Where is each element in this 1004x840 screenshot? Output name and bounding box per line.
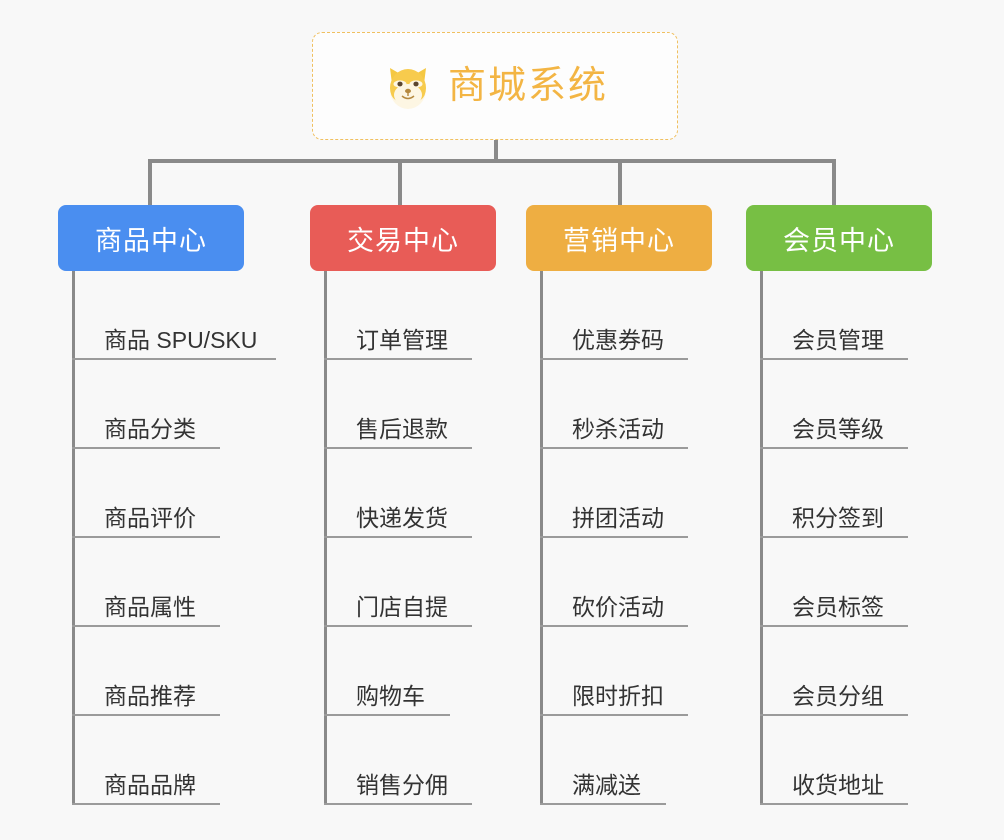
leaf-item[interactable]: 售后退款	[310, 360, 496, 449]
leaf-label: 会员等级	[792, 416, 884, 442]
leaf-item[interactable]: 商品推荐	[58, 627, 244, 716]
leaf-underline	[72, 447, 220, 449]
leaf-label: 秒杀活动	[572, 416, 664, 442]
leaf-item[interactable]: 拼团活动	[526, 449, 712, 538]
leaf-label: 商品品牌	[104, 772, 196, 798]
leaf-item[interactable]: 砍价活动	[526, 538, 712, 627]
connector-drop-4	[832, 159, 836, 205]
leaf-label: 商品属性	[104, 594, 196, 620]
branch-leaf-list-1: 商品 SPU/SKU 商品分类 商品评价 商品属性 商品推荐 商品品牌	[58, 271, 276, 805]
leaf-item[interactable]: 会员标签	[746, 538, 932, 627]
branch-column-1: 商品中心 商品 SPU/SKU 商品分类 商品评价 商品属性 商品推荐	[58, 205, 276, 805]
leaf-item[interactable]: 商品 SPU/SKU	[58, 271, 276, 360]
branch-header-1[interactable]: 商品中心	[58, 205, 244, 271]
leaf-underline	[760, 714, 908, 716]
branch-spine-2	[324, 271, 327, 805]
leaf-underline	[760, 536, 908, 538]
branch-header-4[interactable]: 会员中心	[746, 205, 932, 271]
leaf-item[interactable]: 快递发货	[310, 449, 496, 538]
leaf-item[interactable]: 收货地址	[746, 716, 932, 805]
branch-leaf-list-3: 优惠券码 秒杀活动 拼团活动 砍价活动 限时折扣 满减送	[526, 271, 712, 805]
leaf-item[interactable]: 会员管理	[746, 271, 932, 360]
root-title: 商城系统	[447, 65, 608, 107]
leaf-item[interactable]: 商品评价	[58, 449, 244, 538]
leaf-underline	[760, 803, 908, 805]
branch-column-2: 交易中心 订单管理 售后退款 快递发货 门店自提 购物车	[310, 205, 496, 805]
leaf-item[interactable]: 购物车	[310, 627, 496, 716]
branch-column-4: 会员中心 会员管理 会员等级 积分签到 会员标签 会员分组	[746, 205, 932, 805]
leaf-item[interactable]: 优惠券码	[526, 271, 712, 360]
leaf-label: 商品 SPU/SKU	[104, 327, 258, 353]
shiba-dog-face-icon	[382, 62, 434, 110]
leaf-label: 拼团活动	[572, 505, 664, 531]
leaf-item[interactable]: 满减送	[526, 716, 712, 805]
leaf-label: 购物车	[356, 683, 425, 709]
branch-spine-1	[72, 271, 75, 805]
leaf-underline	[324, 447, 472, 449]
connector-horizontal-bus	[148, 159, 836, 163]
branch-spine-4	[760, 271, 763, 805]
root-node[interactable]: 商城系统	[312, 32, 678, 140]
leaf-underline	[760, 447, 908, 449]
branch-leaf-list-4: 会员管理 会员等级 积分签到 会员标签 会员分组 收货地址	[746, 271, 932, 805]
leaf-underline	[324, 625, 472, 627]
connector-drop-3	[618, 159, 622, 205]
leaf-label: 商品评价	[104, 505, 196, 531]
leaf-underline	[72, 803, 220, 805]
leaf-label: 限时折扣	[572, 683, 664, 709]
connector-drop-1	[148, 159, 152, 205]
leaf-label: 快递发货	[356, 505, 448, 531]
leaf-underline	[540, 536, 688, 538]
leaf-underline	[324, 714, 450, 716]
leaf-label: 砍价活动	[572, 594, 664, 620]
leaf-item[interactable]: 限时折扣	[526, 627, 712, 716]
branch-header-3[interactable]: 营销中心	[526, 205, 712, 271]
leaf-underline	[324, 536, 472, 538]
leaf-label: 积分签到	[792, 505, 884, 531]
leaf-item[interactable]: 订单管理	[310, 271, 496, 360]
leaf-label: 收货地址	[792, 772, 884, 798]
leaf-item[interactable]: 商品品牌	[58, 716, 244, 805]
leaf-item[interactable]: 秒杀活动	[526, 360, 712, 449]
leaf-underline	[540, 358, 688, 360]
leaf-label: 优惠券码	[572, 327, 664, 353]
leaf-item[interactable]: 销售分佣	[310, 716, 496, 805]
leaf-underline	[72, 625, 220, 627]
leaf-underline	[540, 803, 666, 805]
leaf-underline	[72, 358, 276, 360]
leaf-label: 销售分佣	[356, 772, 448, 798]
leaf-item[interactable]: 积分签到	[746, 449, 932, 538]
leaf-label: 会员管理	[792, 327, 884, 353]
branch-spine-3	[540, 271, 543, 805]
leaf-label: 商品分类	[104, 416, 196, 442]
leaf-item[interactable]: 会员等级	[746, 360, 932, 449]
connector-drop-2	[398, 159, 402, 205]
leaf-label: 售后退款	[356, 416, 448, 442]
leaf-label: 满减送	[572, 772, 641, 798]
leaf-underline	[72, 536, 220, 538]
leaf-label: 门店自提	[356, 594, 448, 620]
branch-leaf-list-2: 订单管理 售后退款 快递发货 门店自提 购物车 销售分佣	[310, 271, 496, 805]
connector-root-stem	[494, 140, 498, 162]
leaf-label: 订单管理	[356, 327, 448, 353]
leaf-label: 会员分组	[792, 683, 884, 709]
leaf-underline	[540, 714, 688, 716]
leaf-item[interactable]: 商品属性	[58, 538, 244, 627]
leaf-underline	[540, 447, 688, 449]
branch-header-2[interactable]: 交易中心	[310, 205, 496, 271]
leaf-label: 商品推荐	[104, 683, 196, 709]
leaf-label: 会员标签	[792, 594, 884, 620]
leaf-item[interactable]: 门店自提	[310, 538, 496, 627]
leaf-underline	[324, 803, 472, 805]
branch-column-3: 营销中心 优惠券码 秒杀活动 拼团活动 砍价活动 限时折扣	[526, 205, 712, 805]
leaf-item[interactable]: 商品分类	[58, 360, 244, 449]
leaf-underline	[72, 714, 220, 716]
leaf-item[interactable]: 会员分组	[746, 627, 932, 716]
leaf-underline	[760, 625, 908, 627]
leaf-underline	[760, 358, 908, 360]
leaf-underline	[324, 358, 472, 360]
leaf-underline	[540, 625, 688, 627]
